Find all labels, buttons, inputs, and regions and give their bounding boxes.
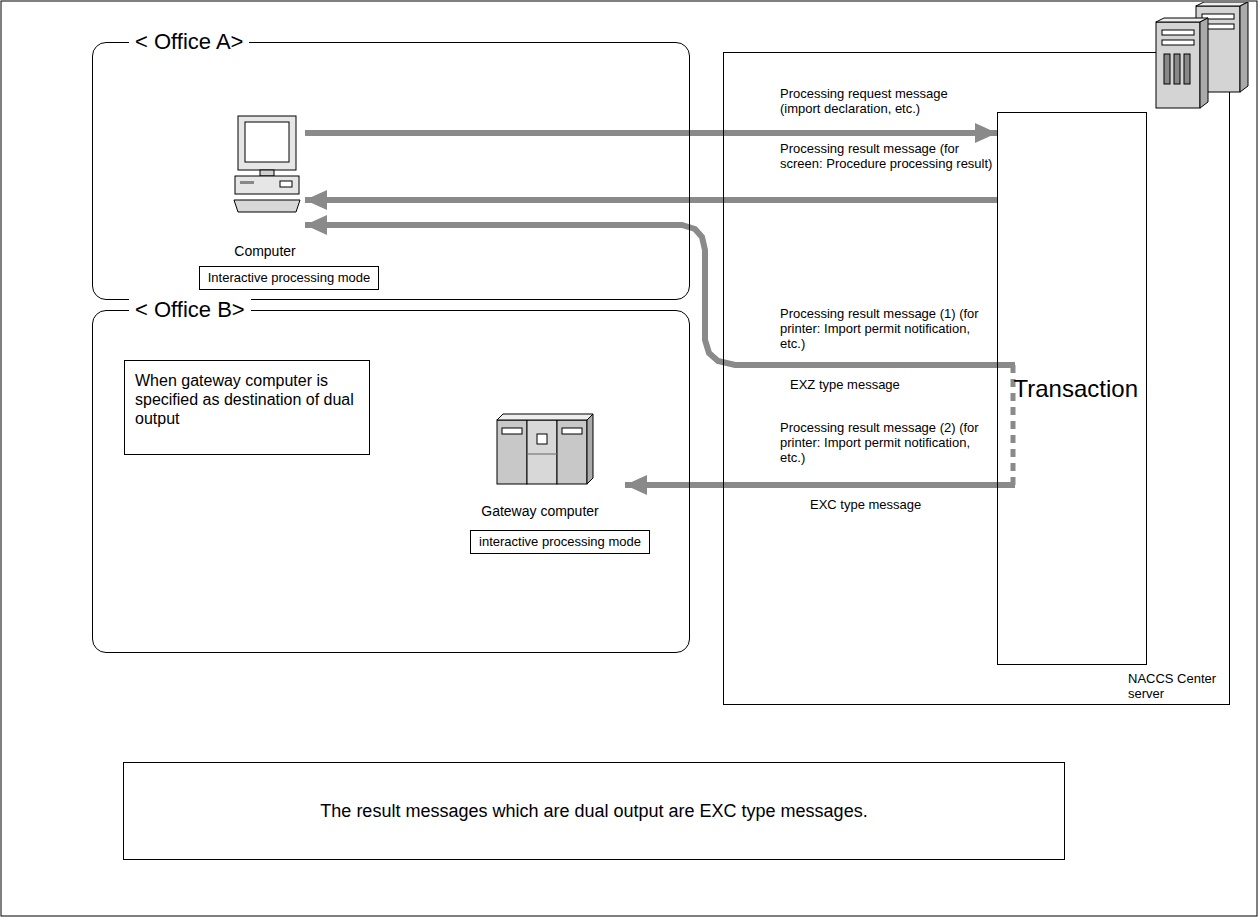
mode-box: interactive processing mode bbox=[470, 530, 650, 554]
server-icon bbox=[1148, 2, 1254, 110]
node-text: Transaction bbox=[1014, 375, 1139, 403]
node-text: The result messages which are dual outpu… bbox=[320, 800, 867, 822]
node-text: When gateway computer is specified as de… bbox=[135, 371, 359, 428]
message-label: Processing result message (2) (for print… bbox=[780, 420, 995, 465]
node-text: Interactive processing mode bbox=[208, 270, 371, 286]
node-text: Gateway computer bbox=[481, 503, 599, 520]
office-region: < Office A>ComputerInteractive processin… bbox=[92, 42, 690, 300]
node-text: < Office A> bbox=[129, 29, 249, 55]
mode-box: Interactive processing mode bbox=[199, 266, 380, 290]
message-label: Processing result message (1) (for print… bbox=[780, 306, 995, 351]
message-type-label: EXC type message bbox=[810, 497, 921, 512]
computer-icon bbox=[234, 116, 300, 212]
message-arrow bbox=[305, 197, 997, 203]
message-label: Processing result message (for screen: P… bbox=[780, 141, 995, 171]
node-text: < Office B> bbox=[129, 297, 251, 323]
node-text: Computer bbox=[234, 243, 295, 260]
computer-node: Computer bbox=[225, 110, 305, 260]
node-text: interactive processing mode bbox=[479, 534, 641, 550]
message-arrow bbox=[625, 482, 997, 488]
dual-output-split bbox=[997, 365, 1015, 485]
message-label: Processing request message (import decla… bbox=[780, 86, 990, 116]
note-box: When gateway computer is specified as de… bbox=[124, 360, 370, 455]
gateway-node: Gateway computer bbox=[455, 410, 625, 520]
message-type-label: EXZ type message bbox=[790, 377, 900, 392]
message-arrow bbox=[305, 225, 997, 365]
transaction-box: Transaction bbox=[997, 112, 1147, 665]
office-region: < Office B>When gateway computer is spec… bbox=[92, 310, 690, 653]
node-text: NACCS Center server bbox=[1128, 671, 1226, 701]
message-arrow bbox=[305, 130, 997, 136]
gateway-computer-icon bbox=[497, 414, 593, 484]
note-box: The result messages which are dual outpu… bbox=[123, 762, 1065, 860]
